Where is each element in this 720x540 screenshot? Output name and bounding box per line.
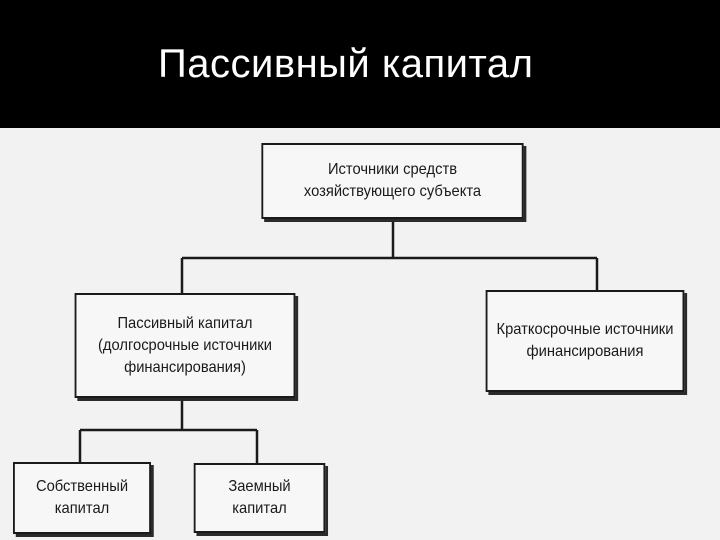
- node-sources-line2: хозяйствующего субъекта: [303, 183, 482, 200]
- node-passive-line1: Пассивный капитал: [117, 314, 253, 332]
- node-passive-capital: Пассивный капитал (долгосрочные источник…: [74, 293, 296, 398]
- node-borrowed-line2: капитал: [232, 500, 287, 517]
- node-short-term-sources: Краткосрочные источники финансирования: [485, 290, 685, 392]
- node-short-term-line1: Краткосрочные источники: [496, 321, 674, 338]
- node-own-capital: Собственный капитал: [13, 462, 151, 534]
- node-own-line2: капитал: [54, 500, 110, 517]
- node-sources-of-funds: Источники средств хозяйствующего субъект…: [261, 143, 524, 219]
- slide-header: Пассивный капитал: [0, 0, 720, 128]
- node-short-term-line2: финансирования: [526, 343, 644, 360]
- node-borrowed-capital: Заемный капитал: [193, 463, 326, 533]
- node-own-line1: Собственный: [35, 478, 129, 495]
- node-borrowed-line1: Заемный: [228, 478, 291, 495]
- node-passive-line3: финансирования): [124, 358, 246, 376]
- slide-title: Пассивный капитал: [158, 42, 534, 86]
- node-passive-line2: (долгосрочные источники: [98, 336, 272, 354]
- node-sources-line1: Источники средств: [327, 161, 458, 178]
